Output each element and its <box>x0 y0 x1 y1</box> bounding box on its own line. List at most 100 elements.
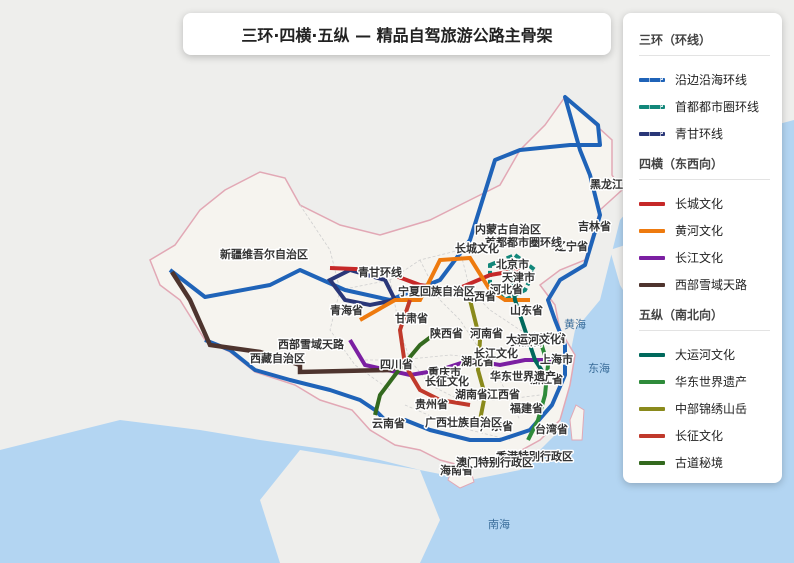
legend-label: 黄河文化 <box>675 224 724 238</box>
province-label: 海南省 <box>440 463 473 477</box>
legend-item[interactable]: 古道秘境 <box>639 449 770 476</box>
legend-label: 长征文化 <box>675 429 724 443</box>
route-label: 华东世界遗产 <box>490 369 556 383</box>
province-label: 广西壮族自治区 <box>425 415 502 429</box>
legend-label: 沿边沿海环线 <box>675 73 748 87</box>
province-label: 辽宁省 <box>555 239 588 253</box>
route-western-plateau <box>170 270 402 375</box>
province-label: 江苏省 <box>533 331 566 345</box>
route-labels: 首都都市圈环线 青甘环线 西部雪域天路 长城文化 大运河文化 长征文化 长江文化… <box>277 234 564 390</box>
legend-swatch <box>639 406 665 411</box>
province-label: 西藏自治区 <box>250 351 305 365</box>
route-central-mountains <box>468 299 488 421</box>
province-label: 浙江省 <box>530 372 563 386</box>
province-label: 重庆市 <box>428 365 461 379</box>
province-label: 河南省 <box>470 326 503 340</box>
route-long-march <box>397 299 471 407</box>
legend-divider <box>639 179 770 180</box>
province-labels: 黑龙江 吉林省 辽宁省 内蒙古自治区 北京市 天津市 河北省 山西省 山东省 河… <box>219 176 625 479</box>
legend-swatch <box>639 201 665 206</box>
legend-swatch <box>639 352 665 357</box>
hainan-island <box>447 467 475 489</box>
province-label: 贵州省 <box>415 397 448 411</box>
land-mass-sea <box>260 450 440 563</box>
legend-label: 青甘环线 <box>675 127 724 141</box>
legend-swatch <box>639 131 665 136</box>
province-label: 宁夏回族自治区 <box>398 284 475 298</box>
legend-item[interactable]: 长江文化 <box>639 244 770 271</box>
route-label: 大运河文化 <box>506 332 561 346</box>
route-east-china-heritage <box>526 339 551 441</box>
legend-item[interactable]: 西部雪域天路 <box>639 271 770 298</box>
legend-item[interactable]: 黄河文化 <box>639 217 770 244</box>
legend-label: 长城文化 <box>675 197 724 211</box>
province-label: 四川省 <box>380 357 413 371</box>
province-label: 内蒙古自治区 <box>475 222 541 236</box>
province-label: 北京市 <box>496 257 529 271</box>
route-label: 首都都市圈环线 <box>485 235 562 249</box>
legend-swatch <box>639 379 665 384</box>
province-label: 甘肃省 <box>395 311 428 325</box>
legend-swatch <box>639 77 665 82</box>
province-label: 黑龙江 <box>590 177 623 191</box>
province-label: 吉林省 <box>578 219 611 233</box>
taiwan-island <box>569 404 585 441</box>
route-label: 西部雪域天路 <box>278 337 345 351</box>
legend-divider <box>639 330 770 331</box>
province-label: 上海市 <box>540 352 573 366</box>
province-label: 广东省 <box>480 419 513 433</box>
sea-label-east: 东海 <box>588 361 610 375</box>
legend-label: 中部锦绣山岳 <box>675 402 748 416</box>
legend-item[interactable]: 华东世界遗产 <box>639 368 770 395</box>
province-label: 河北省 <box>490 282 523 296</box>
province-label: 陕西省 <box>430 326 463 340</box>
province-label: 福建省 <box>509 401 543 415</box>
legend-swatch <box>639 282 665 287</box>
legend-label: 大运河文化 <box>675 348 736 362</box>
legend-item[interactable]: 沿边沿海环线 <box>639 66 770 93</box>
legend-vertical-title: 五纵（南北向） <box>639 308 724 322</box>
legend-swatch <box>639 104 665 109</box>
route-ancient-path <box>373 328 442 416</box>
legend-item[interactable]: 长征文化 <box>639 422 770 449</box>
province-borders <box>299 204 546 441</box>
sea-label-yellow: 黄海 <box>564 317 586 331</box>
province-label: 湖北省 <box>461 354 494 368</box>
route-grand-canal <box>508 264 550 382</box>
legend-item[interactable]: 长城文化 <box>639 190 770 217</box>
legend-label: 古道秘境 <box>675 456 724 470</box>
province-label: 青海省 <box>330 303 363 317</box>
sea-label-south: 南海 <box>488 517 510 531</box>
legend-panel: 三环（环线） 沿边沿海环线 首都都市圈环线 青甘环线 四横（东西向） 长城文化 … <box>623 13 782 483</box>
map-title: 三环·四横·五纵 — 精品自驾旅游公路主骨架 <box>241 26 553 45</box>
route-capital-ring <box>488 252 538 303</box>
province-label: 安徽省 <box>510 334 543 348</box>
province-label: 新疆维吾尔自治区 <box>220 247 308 261</box>
route-label: 长城文化 <box>455 241 499 255</box>
province-label: 澳门特别行政区 <box>456 455 533 469</box>
legend-swatch <box>639 433 665 438</box>
province-label: 天津市 <box>502 270 535 284</box>
province-label: 湖南省 <box>455 387 488 401</box>
legend-label: 首都都市圈环线 <box>675 100 760 114</box>
route-label: 青甘环线 <box>358 265 402 279</box>
legend-swatch <box>639 460 665 465</box>
map-title-card: 三环·四横·五纵 — 精品自驾旅游公路主骨架 <box>183 13 611 55</box>
legend-item[interactable]: 大运河文化 <box>639 341 770 368</box>
province-label: 台湾省 <box>535 422 568 436</box>
province-label: 云南省 <box>372 416 405 430</box>
legend-label: 华东世界遗产 <box>675 375 748 389</box>
route-great-wall <box>329 266 521 293</box>
legend-rings-title: 三环（环线） <box>639 33 712 47</box>
province-label: 江西省 <box>487 387 520 401</box>
legend-item[interactable]: 中部锦绣山岳 <box>639 395 770 422</box>
route-yellow-river <box>359 255 530 322</box>
legend-item[interactable]: 青甘环线 <box>639 120 770 147</box>
province-label: 山东省 <box>510 303 543 317</box>
province-label: 香港特别行政区 <box>495 449 573 463</box>
legend-item[interactable]: 首都都市圈环线 <box>639 93 770 120</box>
province-label: 山西省 <box>463 289 496 303</box>
sea-labels: 黄海 东海 南海 <box>488 317 610 531</box>
legend-swatch <box>639 255 665 260</box>
legend-horizontal-title: 四横（东西向） <box>639 157 724 171</box>
